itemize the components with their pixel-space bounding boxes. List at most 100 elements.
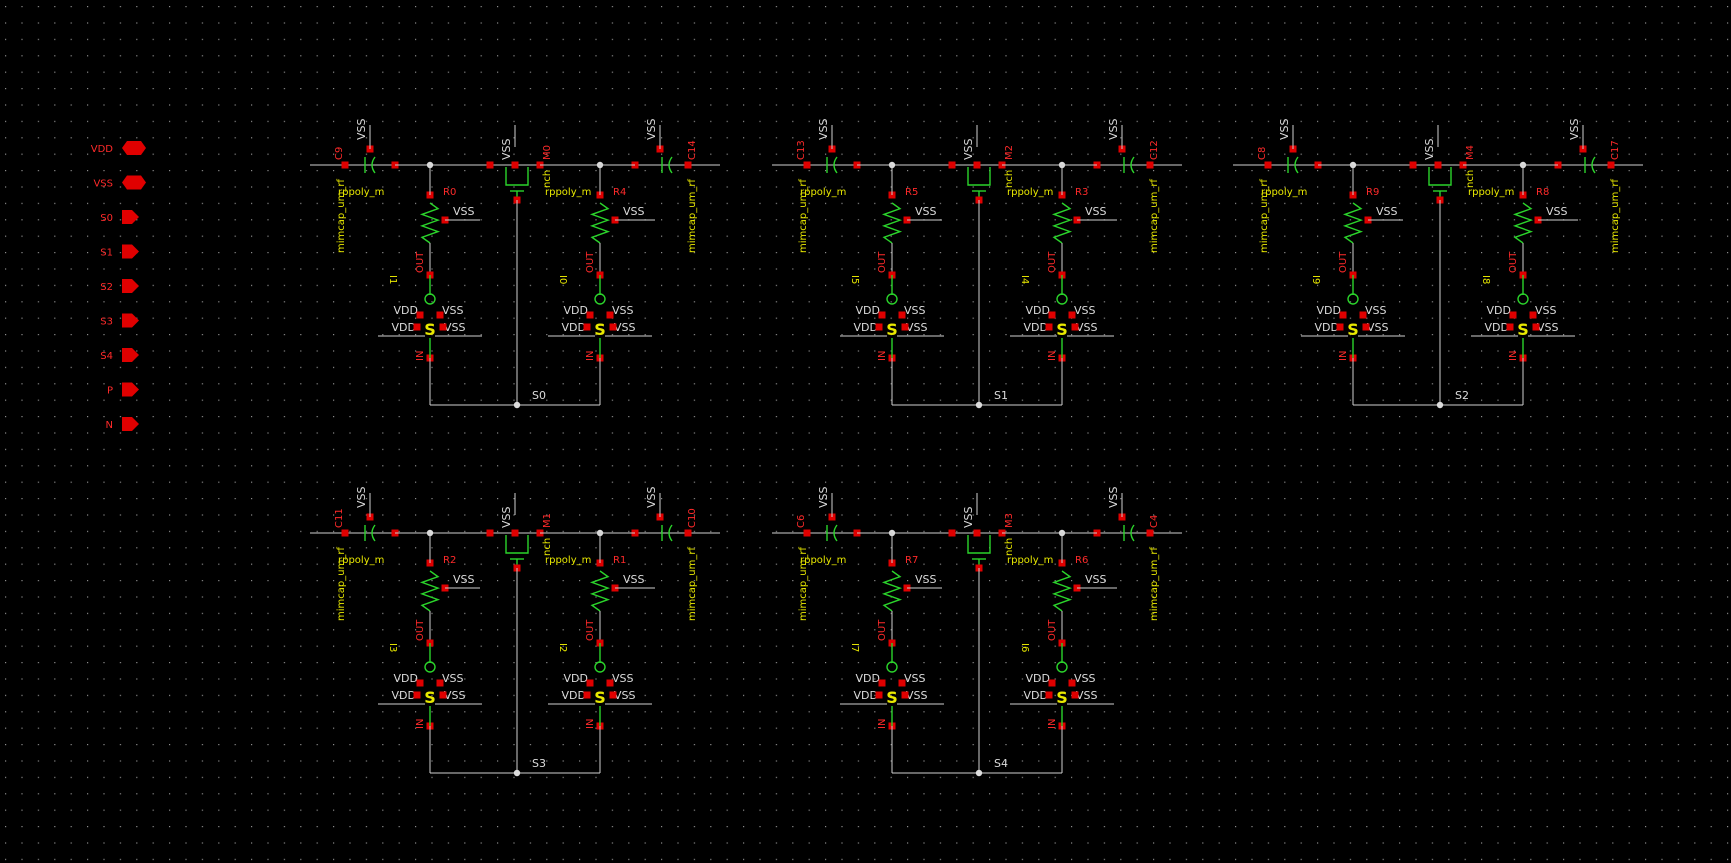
mos-model: nch: [1465, 170, 1476, 188]
mos-vss-label: VSS: [1423, 138, 1436, 160]
capacitor-name-left: C13: [796, 140, 807, 160]
buffer-vss2-label: VSS: [444, 689, 466, 702]
pin-label: VSS: [93, 179, 113, 190]
pin-terminal: [1362, 323, 1370, 331]
resistor-icon: [589, 570, 611, 612]
pin-terminal: [439, 691, 447, 699]
buffer-out-label: OUT: [415, 619, 426, 641]
pin-terminal: [1045, 323, 1053, 331]
pin-terminal: [684, 161, 692, 169]
pin-s4[interactable]: S4: [100, 348, 139, 362]
capacitor-name-left: C8: [1257, 147, 1268, 160]
pin-terminal: [416, 679, 424, 687]
capacitor-model-left: mimcap_um_rf: [336, 547, 347, 621]
buffer-in-label: IN: [877, 719, 888, 729]
input-pin-icon: [122, 382, 139, 397]
res-vss-label: VSS: [915, 205, 937, 218]
pin-terminal: [586, 311, 594, 319]
pin-p[interactable]: P: [107, 382, 139, 397]
pin-terminal: [1048, 679, 1056, 687]
buffer-vss2-label: VSS: [444, 321, 466, 334]
pin-terminal: [1506, 323, 1514, 331]
pin-terminal: [1068, 311, 1076, 319]
pin-vdd[interactable]: VDD: [91, 141, 146, 155]
resistor-icon: [419, 570, 441, 612]
pin-terminal: [898, 311, 906, 319]
pin-terminal: [1509, 311, 1517, 319]
instance-name-left: I9: [1310, 275, 1321, 284]
resistor-icon: [881, 202, 903, 244]
capacitor-icon: [668, 156, 673, 174]
pin-terminal: [586, 679, 594, 687]
pin-terminal: [1434, 161, 1442, 169]
pin-terminal: [486, 161, 494, 169]
resistor-name-left: R2: [443, 555, 456, 566]
pin-terminal: [1071, 691, 1079, 699]
pin-terminal: [413, 323, 421, 331]
buffer-vss-label: VSS: [904, 672, 926, 685]
resistor-name-right: R3: [1075, 187, 1088, 198]
pin-terminal: [878, 679, 886, 687]
buffer-symbol: S: [424, 688, 436, 707]
inout-pin-icon: [122, 175, 146, 190]
pin-s2[interactable]: S2: [100, 279, 139, 293]
pin-terminal: [948, 529, 956, 537]
buffer-bubble-icon: [1056, 293, 1068, 305]
buffer-out-label: OUT: [1047, 251, 1058, 273]
buffer-in-label: IN: [877, 351, 888, 361]
pin-terminal: [1529, 311, 1537, 319]
buffer-vdd-label: VDD: [394, 304, 418, 317]
buffer-vdd-label: VDD: [1026, 672, 1050, 685]
buffer-in-label: IN: [415, 351, 426, 361]
pin-terminal: [609, 323, 617, 331]
buffer-vss2-label: VSS: [1367, 321, 1389, 334]
pin-s1[interactable]: S1: [100, 244, 139, 259]
pin-label: P: [107, 386, 113, 397]
capacitor-name-right: C14: [687, 140, 698, 160]
instance-name-right: I6: [1019, 643, 1030, 652]
buffer-vdd-label: VDD: [1487, 304, 1511, 317]
pin-vss[interactable]: VSS: [93, 175, 146, 190]
vss-label: VSS: [645, 118, 658, 140]
buffer-vdd2-label: VDD: [562, 689, 586, 702]
buffer-out-label: OUT: [585, 251, 596, 273]
pin-terminal: [1409, 161, 1417, 169]
capacitor-model-right: mimcap_um_rf: [1149, 547, 1160, 621]
pin-label: S0: [100, 213, 113, 224]
buffer-bubble-icon: [886, 293, 898, 305]
buffer-out-label: OUT: [1338, 251, 1349, 273]
capacitor-model-right: mimcap_um_rf: [1610, 179, 1621, 253]
vss-label: VSS: [1107, 486, 1120, 508]
buffer-vdd2-label: VDD: [1024, 689, 1048, 702]
buffer-symbol: S: [594, 688, 606, 707]
pin-terminal: [803, 529, 811, 537]
instance-name-left: I1: [387, 275, 398, 284]
resistor-name-left: R7: [905, 555, 918, 566]
resistor-model-left: rppoly_m: [338, 187, 384, 198]
pin-terminal: [878, 311, 886, 319]
buffer-vdd2-label: VDD: [562, 321, 586, 334]
res-vss-label: VSS: [1085, 573, 1107, 586]
buffer-vss2-label: VSS: [614, 689, 636, 702]
buffer-vss-label: VSS: [1074, 304, 1096, 317]
pin-terminal: [1607, 161, 1615, 169]
pin-terminal: [413, 691, 421, 699]
pin-terminal: [973, 161, 981, 169]
pin-n[interactable]: N: [106, 417, 139, 431]
resistor-model-left: rppoly_m: [800, 555, 846, 566]
capacitor-icon: [1130, 524, 1135, 542]
resistor-model-right: rppoly_m: [1468, 187, 1514, 198]
instance-name-right: I8: [1480, 275, 1491, 284]
vss-label: VSS: [1568, 118, 1581, 140]
pin-s0[interactable]: S0: [100, 210, 139, 224]
pin-terminal: [803, 161, 811, 169]
pin-terminal: [1068, 679, 1076, 687]
pin-s3[interactable]: S3: [100, 313, 139, 328]
buffer-bubble-icon: [594, 661, 606, 673]
